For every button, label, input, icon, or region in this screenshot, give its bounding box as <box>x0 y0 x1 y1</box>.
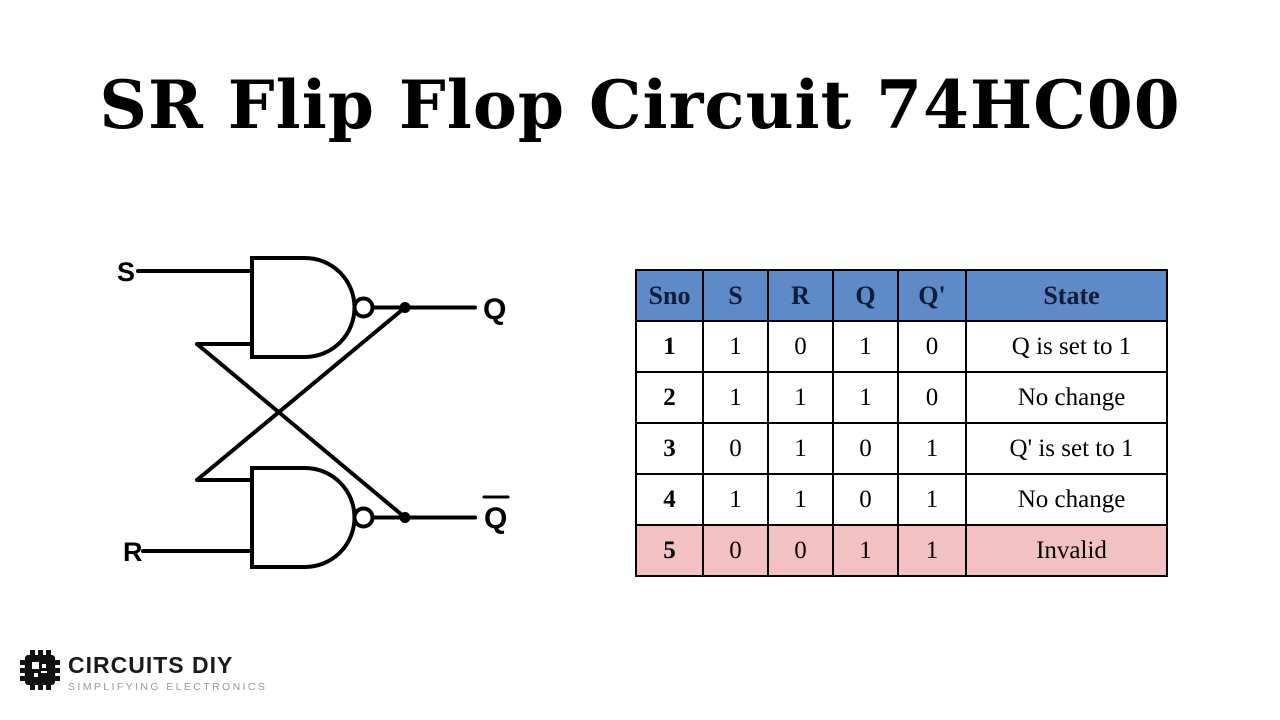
junction-dot-q <box>399 302 411 313</box>
cell-sno: 2 <box>635 371 704 424</box>
cell-q: 0 <box>832 422 899 475</box>
cell-qprime: 0 <box>897 320 967 373</box>
cell-s: 1 <box>702 473 769 526</box>
header-cell-sno: Sno <box>635 269 704 322</box>
cell-state: Q is set to 1 <box>965 320 1168 373</box>
cell-q: 1 <box>832 320 899 373</box>
circuit-diagram: S R Q Q <box>117 256 510 569</box>
cell-r: 1 <box>767 371 834 424</box>
brand-logo: CIRCUITS DIY SIMPLIFYING ELECTRONICS <box>20 650 267 693</box>
nand-gate-top <box>250 256 357 359</box>
cell-s: 0 <box>702 422 769 475</box>
brand-name: CIRCUITS DIY <box>68 652 234 678</box>
header-cell-qprime: Q' <box>897 269 967 322</box>
truth-table-header-row: Sno S R Q Q' State <box>635 269 1168 322</box>
brand-tagline: SIMPLIFYING ELECTRONICS <box>68 681 268 694</box>
cell-qprime: 0 <box>897 371 967 424</box>
cell-state: Q' is set to 1 <box>965 422 1168 475</box>
logo-text: CIRCUITS DIY SIMPLIFYING ELECTRONICS <box>68 650 267 693</box>
truth-table-container: Sno S R Q Q' State 1 1 0 1 0 Q is set to… <box>635 269 1168 577</box>
table-row-invalid: 5 0 0 1 1 Invalid <box>635 524 1168 577</box>
wire-feedback-to-q <box>195 305 407 482</box>
cell-r: 0 <box>767 320 834 373</box>
cell-state: Invalid <box>965 524 1168 577</box>
cell-s: 1 <box>702 371 769 424</box>
inverter-bubble-bottom <box>352 506 375 529</box>
cell-sno: 1 <box>635 320 704 373</box>
cell-q: 0 <box>832 473 899 526</box>
cell-q: 1 <box>832 524 899 577</box>
output-qbar-label: Q <box>484 502 507 535</box>
cell-qprime: 1 <box>897 422 967 475</box>
table-row: 2 1 1 1 0 No change <box>635 371 1168 424</box>
header-cell-r: R <box>767 269 834 322</box>
cell-r: 0 <box>767 524 834 577</box>
table-row: 4 1 1 0 1 No change <box>635 473 1168 526</box>
cell-sno: 5 <box>635 524 704 577</box>
output-q-label: Q <box>483 293 506 326</box>
chip-icon <box>20 650 60 690</box>
junction-dot-qbar <box>399 512 411 523</box>
nand-gate-bottom <box>250 466 357 569</box>
wire-feedback-to-qbar <box>195 342 407 520</box>
cell-qprime: 1 <box>897 524 967 577</box>
cell-sno: 4 <box>635 473 704 526</box>
page-title: SR Flip Flop Circuit 74HC00 <box>99 66 1181 144</box>
input-s-label: S <box>117 257 135 287</box>
input-r-label: R <box>123 537 143 567</box>
inverter-bubble-top <box>352 296 375 319</box>
cell-r: 1 <box>767 422 834 475</box>
cell-state: No change <box>965 473 1168 526</box>
header-cell-q: Q <box>832 269 899 322</box>
cell-sno: 3 <box>635 422 704 475</box>
header-cell-state: State <box>965 269 1168 322</box>
cell-s: 1 <box>702 320 769 373</box>
cell-qprime: 1 <box>897 473 967 526</box>
truth-table: Sno S R Q Q' State 1 1 0 1 0 Q is set to… <box>635 269 1168 577</box>
table-row: 1 1 0 1 0 Q is set to 1 <box>635 320 1168 373</box>
table-row: 3 0 1 0 1 Q' is set to 1 <box>635 422 1168 475</box>
cell-s: 0 <box>702 524 769 577</box>
header-cell-s: S <box>702 269 769 322</box>
cell-r: 1 <box>767 473 834 526</box>
cell-state: No change <box>965 371 1168 424</box>
cell-q: 1 <box>832 371 899 424</box>
